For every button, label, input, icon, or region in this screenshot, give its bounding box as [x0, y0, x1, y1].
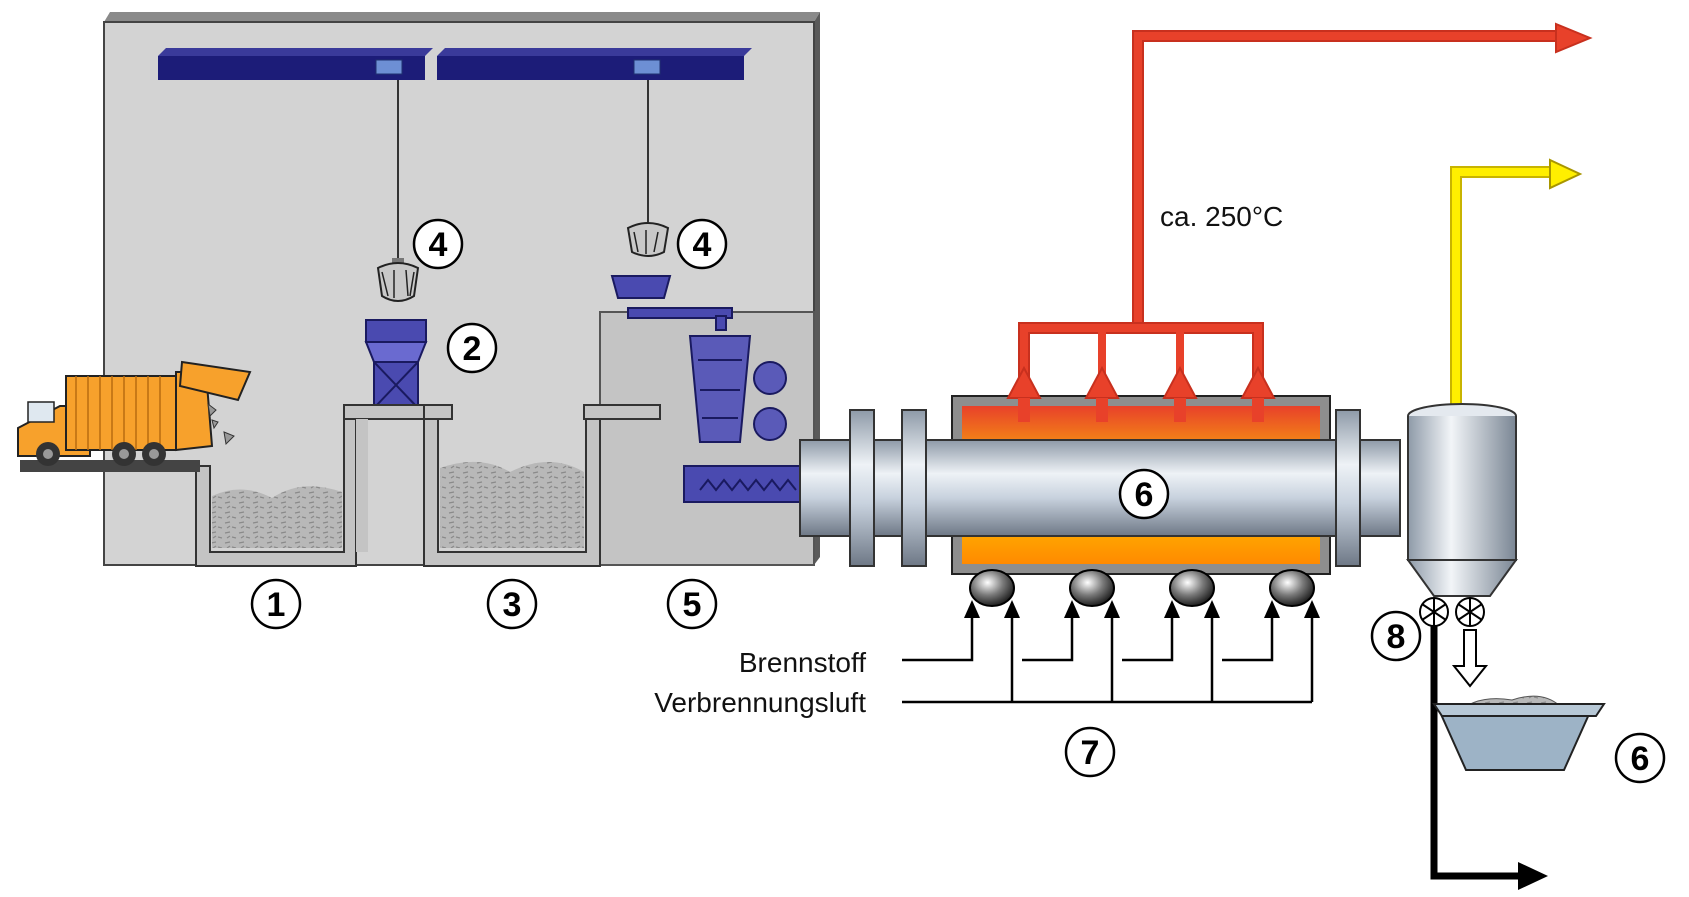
svg-text:1: 1	[267, 586, 286, 624]
svg-text:7: 7	[1081, 734, 1100, 772]
hot-exhaust-duct	[1018, 22, 1593, 400]
svg-text:2: 2	[463, 330, 482, 368]
ash-container	[1432, 695, 1606, 771]
shredder	[364, 319, 428, 409]
svg-text:5: 5	[683, 586, 702, 624]
svg-text:4: 4	[429, 226, 448, 264]
exhaust-up-arrows	[1006, 365, 1276, 422]
fuel-supply-lines	[902, 614, 1274, 662]
crane-grab-left	[376, 80, 420, 302]
waste-bunkers	[195, 404, 661, 567]
discharge-valves	[1419, 597, 1485, 627]
separator	[1406, 403, 1518, 597]
marker-ash-container: 6	[1614, 732, 1666, 784]
burners	[969, 569, 1315, 607]
svg-text:8: 8	[1387, 618, 1406, 656]
marker-storage-bunker: 3	[486, 578, 538, 630]
crane-grab-right	[626, 80, 670, 257]
marker-drum: 6	[1118, 468, 1170, 520]
marker-burners: 7	[1064, 726, 1116, 778]
svg-text:6: 6	[1631, 740, 1650, 778]
crane-rails	[158, 48, 752, 80]
air-label: Verbrennungsluft	[654, 687, 866, 718]
feeder-unit	[610, 275, 815, 503]
rotary-drum	[799, 395, 1401, 575]
marker-feeder: 5	[666, 578, 718, 630]
marker-receiving-bunker: 1	[250, 578, 302, 630]
garbage-truck	[17, 360, 252, 472]
clean-exhaust-duct	[1450, 158, 1583, 412]
marker-crane-left: 4	[412, 218, 464, 270]
temperature-label: ca. 250°C	[1160, 201, 1283, 232]
svg-text:4: 4	[693, 226, 712, 264]
supply-arrowheads	[964, 600, 1320, 618]
air-supply-lines	[902, 614, 1314, 704]
ash-down-arrow	[1451, 629, 1489, 688]
fuel-label: Brennstoff	[739, 647, 866, 678]
svg-text:3: 3	[503, 586, 522, 624]
marker-discharge: 8	[1370, 610, 1422, 662]
marker-shredder: 2	[446, 322, 498, 374]
svg-text:6: 6	[1135, 476, 1154, 514]
solids-output-line	[1430, 626, 1548, 890]
marker-crane-right: 4	[676, 218, 728, 270]
